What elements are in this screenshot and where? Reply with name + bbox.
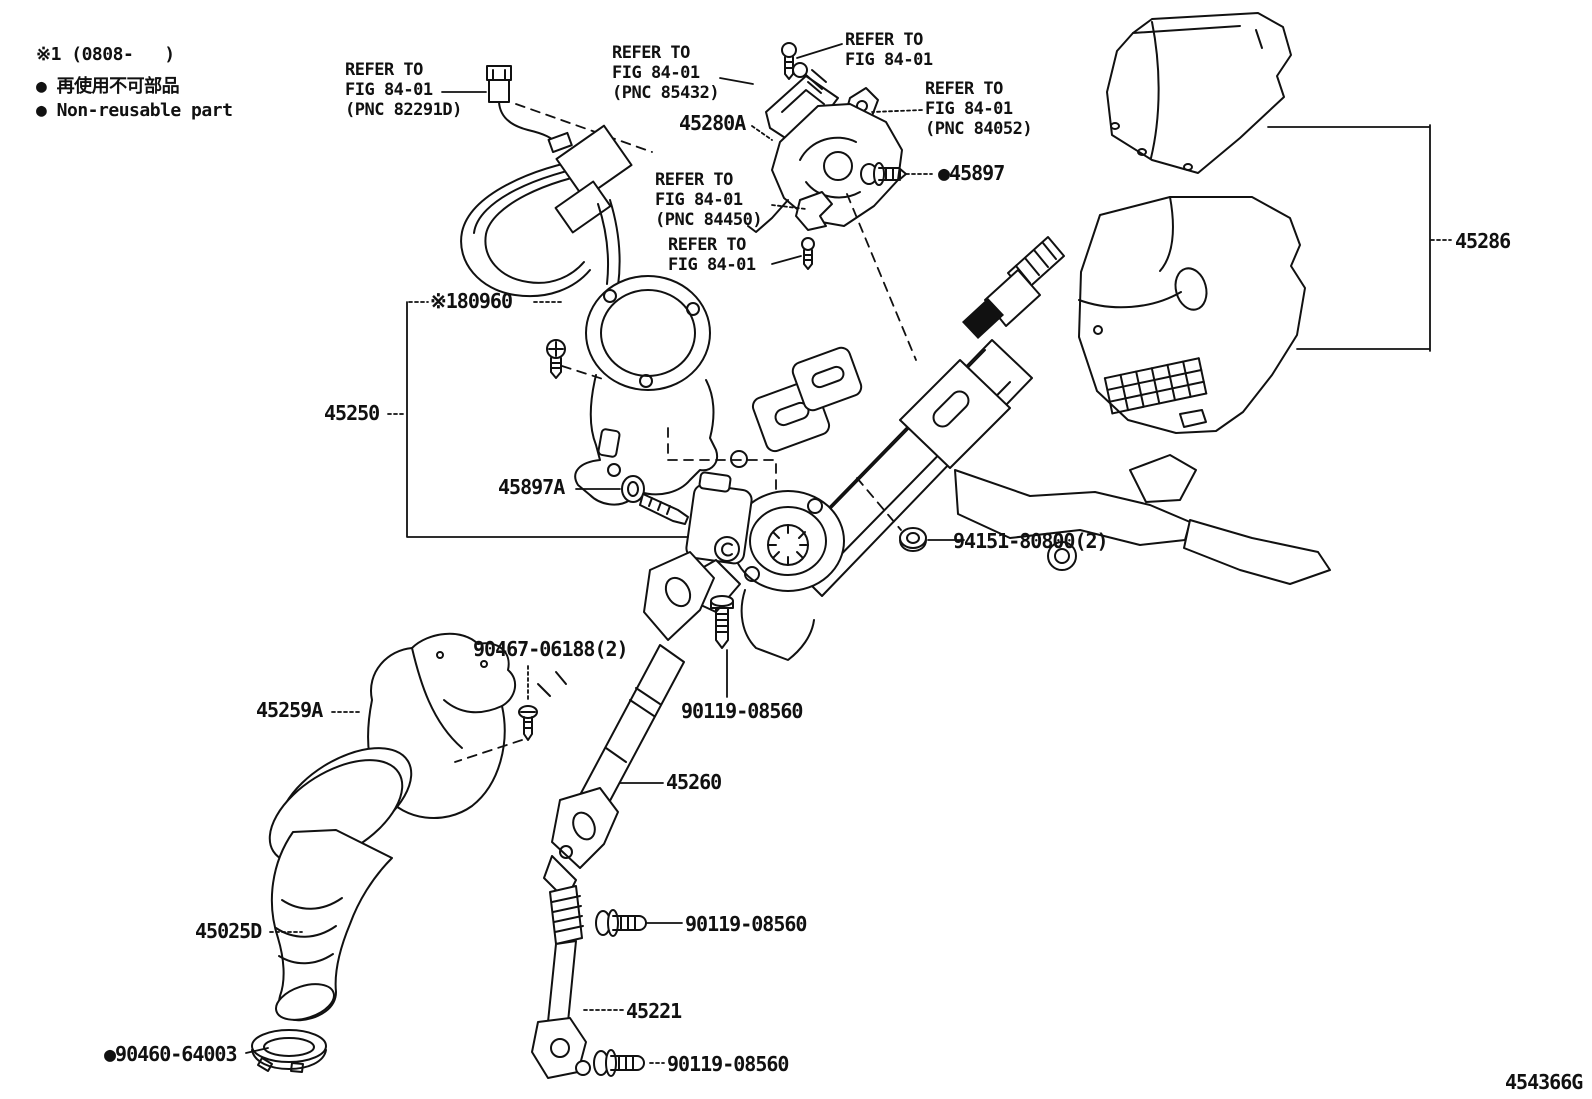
bolt-90119-lower-drawing (593, 1049, 645, 1077)
part-label-45897[interactable]: ●45897 (938, 161, 1005, 185)
part-label-45250[interactable]: 45250 (324, 401, 380, 425)
bracket-45286 (1267, 124, 1452, 352)
screw-refer-mid-drawing (801, 237, 815, 270)
refer-note-fig8401-top: REFER TO FIG 84-01 (845, 30, 933, 71)
legend-note-series: ※1 (0808- ) (36, 44, 175, 65)
key-cylinder-drawing (574, 275, 718, 506)
clip-84450-drawing (795, 191, 833, 231)
lower-shaft-drawing (531, 885, 591, 1079)
part-label-90119-upper[interactable]: 90119-08560 (681, 699, 803, 723)
part-label-45221[interactable]: 45221 (626, 999, 682, 1023)
part-label-45260[interactable]: 45260 (666, 770, 722, 794)
refer-note-pnc82291d: REFER TO FIG 84-01 (PNC 82291D) (345, 60, 462, 121)
refer-note-pnc84450: REFER TO FIG 84-01 (PNC 84450) (655, 170, 763, 231)
lower-column-cover-drawing (1078, 196, 1306, 434)
refer-note-pnc85432: REFER TO FIG 84-01 (PNC 85432) (612, 43, 720, 104)
refer-note-pnc84052: REFER TO FIG 84-01 (PNC 84052) (925, 79, 1033, 140)
part-label-45259a[interactable]: 45259A (256, 698, 323, 722)
upper-column-cover-drawing (1106, 12, 1292, 174)
bracket-45250 (387, 301, 689, 538)
part-label-90119-mid[interactable]: 90119-08560 (685, 912, 807, 936)
nut-94151-drawing (899, 527, 927, 552)
part-label-45286[interactable]: 45286 (1455, 229, 1511, 253)
figure-code: 454366G (1505, 1070, 1583, 1094)
part-label-45025d[interactable]: 45025D (195, 919, 262, 943)
intermediate-shaft-drawing (543, 551, 715, 901)
part-label-90460-64003[interactable]: ●90460-64003 (104, 1042, 237, 1066)
screw-90467-drawing (518, 705, 538, 741)
part-label-90467-06188[interactable]: 90467-06188(2) (473, 637, 629, 661)
bolt-90119-mid-drawing (595, 909, 647, 937)
legend-note-nonreusable: ● Non-reusable part (36, 100, 233, 121)
dashed-construction-lines (454, 193, 917, 763)
legend-note-jp: ● 再使用不可部品 (36, 76, 180, 97)
part-label-180960[interactable]: ※180960 (430, 289, 513, 313)
harness-drawing (460, 124, 633, 298)
part-label-94151-80800[interactable]: 94151-80800(2) (953, 529, 1109, 553)
part-label-45280a[interactable]: 45280A (679, 111, 746, 135)
screw-90119-upper-drawing (710, 595, 734, 649)
boot-45025d-drawing (268, 747, 413, 1022)
refer-note-fig8401-mid: REFER TO FIG 84-01 (668, 235, 756, 276)
connector-82291d-drawing (486, 65, 653, 153)
screw-key-set-drawing (546, 339, 566, 379)
seal-ring-drawing (251, 1029, 327, 1073)
spiral-cable-45280a-drawing (747, 103, 903, 233)
screw-45897-drawing (860, 162, 907, 186)
part-label-45897a[interactable]: 45897A (498, 475, 565, 499)
bolt-45897a-drawing (621, 475, 689, 525)
part-label-90119-lower[interactable]: 90119-08560 (667, 1052, 789, 1076)
leader-lines (245, 43, 965, 1064)
screw-refer-top-drawing (781, 42, 797, 80)
